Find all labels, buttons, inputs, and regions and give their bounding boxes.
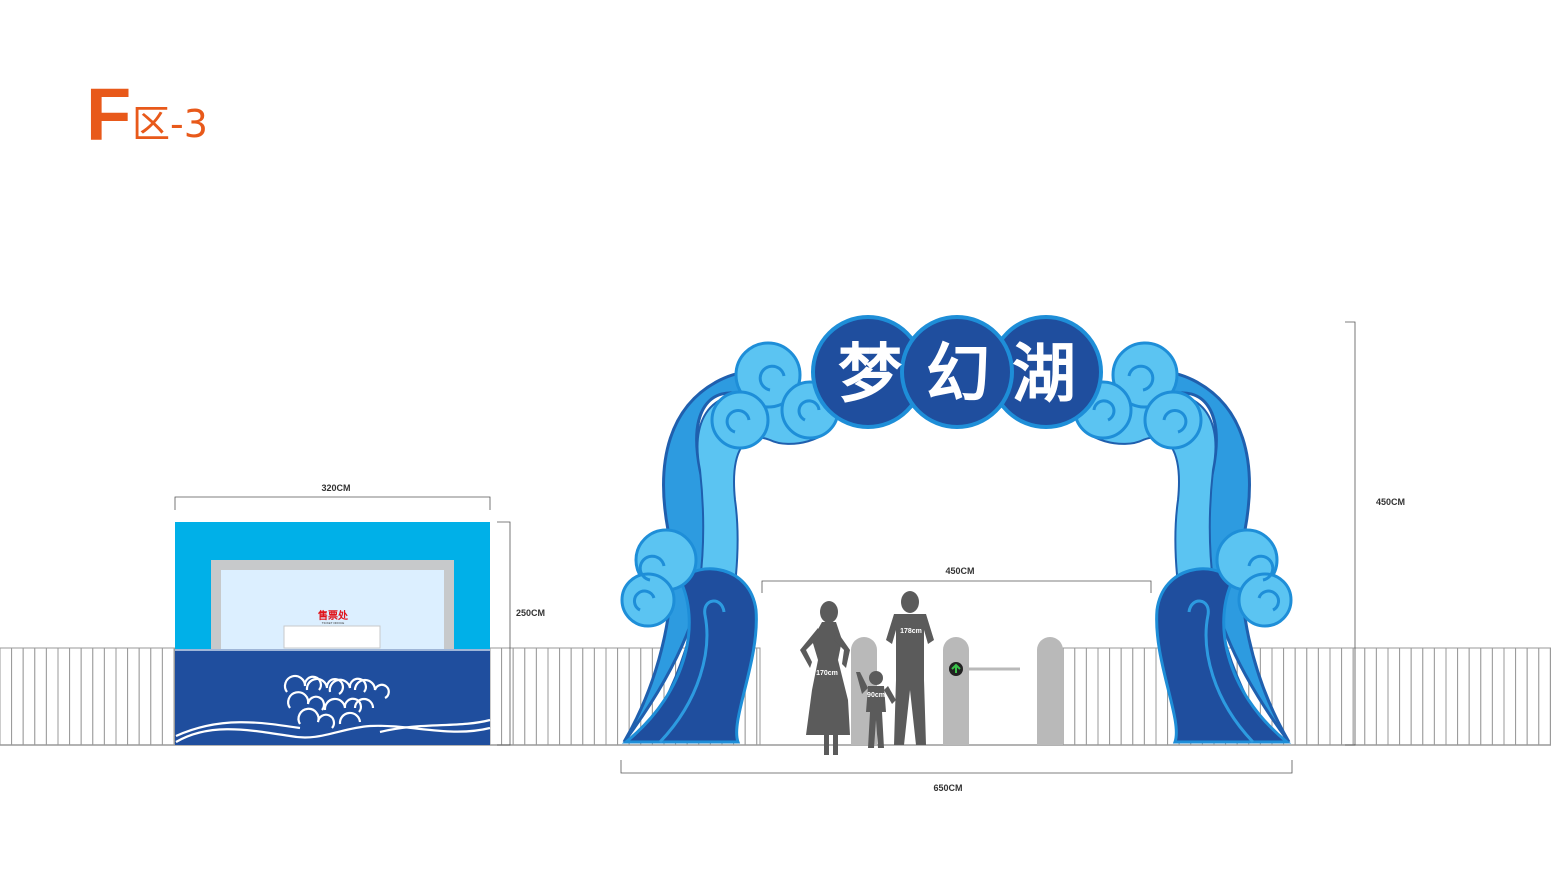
- fence-picket: [1491, 647, 1505, 746]
- fence-picket: [0, 647, 13, 746]
- arch-dimensions: [620, 321, 1356, 774]
- fence-picket: [1468, 647, 1482, 746]
- fence-picket: [1515, 647, 1528, 746]
- fence-picket: [1375, 647, 1389, 746]
- fence-picket: [1445, 647, 1459, 746]
- fence-picket: [1062, 647, 1076, 746]
- people-scale: [800, 591, 934, 755]
- fence-picket: [1480, 647, 1493, 746]
- entry-arrow-glyph: [951, 663, 961, 673]
- zone-suffix: 区-3: [132, 102, 208, 146]
- fence-picket: [127, 647, 140, 746]
- booth-height-label: 250CM: [516, 608, 545, 618]
- fence-picket: [559, 647, 572, 746]
- fence-picket: [1306, 647, 1319, 746]
- arch-left-clouds: [620, 341, 840, 628]
- arch-height-label: 450CM: [1376, 497, 1405, 507]
- fence-picket: [593, 647, 607, 746]
- fence-picket: [34, 647, 47, 746]
- fence-picket: [547, 647, 561, 746]
- fence-picket: [103, 647, 117, 746]
- fence-picket: [45, 647, 59, 746]
- sign-char-1: 梦: [838, 338, 902, 412]
- fence-picket: [150, 647, 163, 746]
- fence-picket: [92, 647, 105, 746]
- fence-picket: [1433, 647, 1447, 746]
- zone-title: F 区-3: [86, 73, 208, 156]
- fence-picket: [582, 647, 595, 746]
- fence-picket: [489, 647, 503, 746]
- fence-picket: [1085, 647, 1099, 746]
- gate-width-label: 450CM: [945, 566, 974, 576]
- fence-picket: [80, 647, 94, 746]
- arch-right-pillar: [1073, 341, 1293, 744]
- fence-picket: [1526, 647, 1540, 746]
- arch-left-curl-line: [658, 599, 726, 744]
- fence-picket: [161, 647, 175, 746]
- fence-picket: [115, 647, 129, 746]
- turnstile-post-3: [1037, 637, 1063, 745]
- turnstile-post-2: [943, 637, 969, 745]
- sign-char-3: 湖: [1012, 338, 1076, 412]
- fence-picket: [1341, 647, 1354, 746]
- arch-left-cloud-curls: [632, 364, 821, 612]
- booth-label: 售票处: [318, 609, 349, 622]
- fence-picket: [1422, 647, 1435, 746]
- arch: 梦 幻 湖: [620, 315, 1293, 744]
- fence-picket: [1120, 647, 1134, 746]
- fence-picket: [512, 647, 526, 746]
- fence-picket: [1132, 647, 1145, 746]
- fence-picket: [1317, 647, 1331, 746]
- person-man: [886, 591, 934, 745]
- fence-picket: [1109, 647, 1122, 746]
- ticket-booth: 售票处 TICKET OFFICE: [175, 522, 491, 745]
- fence-picket: [1329, 647, 1343, 746]
- fence-picket: [1387, 647, 1401, 746]
- fence-picket: [1410, 647, 1424, 746]
- fence-picket: [22, 647, 36, 746]
- fence-picket: [617, 647, 630, 746]
- person-man-height: 178cm: [900, 628, 922, 635]
- booth-width-label: 320CM: [321, 483, 350, 493]
- fence-picket: [11, 647, 24, 746]
- fence-picket: [173, 647, 176, 746]
- person-child: [856, 671, 896, 748]
- zone-letter: F: [86, 73, 131, 156]
- sign-circle-2: [900, 315, 1014, 429]
- fence-picket: [69, 647, 82, 746]
- fence-picket: [1294, 647, 1308, 746]
- arch-left-dark-wave: [621, 567, 758, 744]
- cloud-ornament: [175, 674, 491, 743]
- person-woman: [800, 601, 850, 755]
- booth-dimensions: [174, 496, 511, 746]
- fence-picket: [1143, 647, 1157, 746]
- booth-counter: [283, 625, 381, 649]
- fence-picket: [501, 647, 514, 746]
- person-child-height: 90cm: [867, 692, 885, 699]
- sign-char-2: 幻: [926, 338, 990, 412]
- fence-picket: [138, 647, 152, 746]
- fence-picket: [1283, 647, 1296, 746]
- fence-picket: [535, 647, 549, 746]
- fence-picket: [1503, 647, 1517, 746]
- fence-picket: [1457, 647, 1470, 746]
- fence-picket: [570, 647, 584, 746]
- fence-picket: [1074, 647, 1087, 746]
- fence-picket: [57, 647, 71, 746]
- arch-sign: 梦 幻 湖: [811, 315, 1103, 429]
- fence-picket: [1538, 647, 1551, 746]
- booth-sublabel: TICKET OFFICE: [322, 621, 344, 625]
- fence-picket: [1097, 647, 1111, 746]
- fence-picket: [1364, 647, 1377, 746]
- fence-picket: [524, 647, 537, 746]
- fence-picket: [605, 647, 619, 746]
- fence-picket: [756, 647, 761, 746]
- fence-picket: [1399, 647, 1412, 746]
- arch-width-label: 650CM: [933, 783, 962, 793]
- person-woman-height: 170cm: [816, 670, 838, 677]
